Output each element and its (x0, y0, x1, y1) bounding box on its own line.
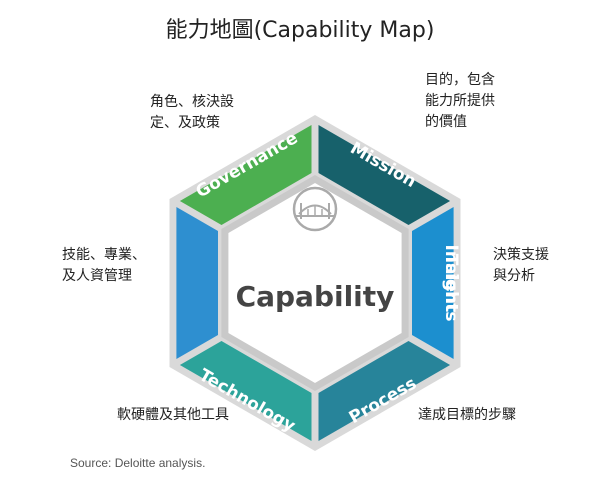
segment-technology (179, 341, 312, 441)
note-talent: 技能、專業、 及人資管理 (62, 247, 146, 284)
bridge-icon (292, 186, 338, 232)
segment-mission (318, 125, 451, 225)
note-process: 達成目標的步驟 (418, 407, 516, 423)
segment-label-talent: Talent (441, 254, 461, 312)
segment-talent (176, 207, 218, 359)
segment-process (318, 341, 451, 441)
note-technology: 軟硬體及其他工具 (117, 407, 229, 423)
hexagon-inner-panel (221, 174, 409, 392)
center-label: Capability (236, 280, 395, 313)
segment-label-insights: Insights (441, 245, 461, 322)
segment-governance (179, 125, 312, 225)
note-insights: 決策支援 與分析 (493, 247, 549, 284)
note-governance: 角色、核決設 定、及政策 (150, 94, 234, 131)
source-note: Source: Deloitte analysis. (70, 456, 206, 470)
note-mission: 目的，包含 能力所提供 的價值 (425, 72, 495, 130)
segment-insights (412, 207, 454, 359)
diagram-title: 能力地圖(Capability Map) (165, 18, 435, 43)
